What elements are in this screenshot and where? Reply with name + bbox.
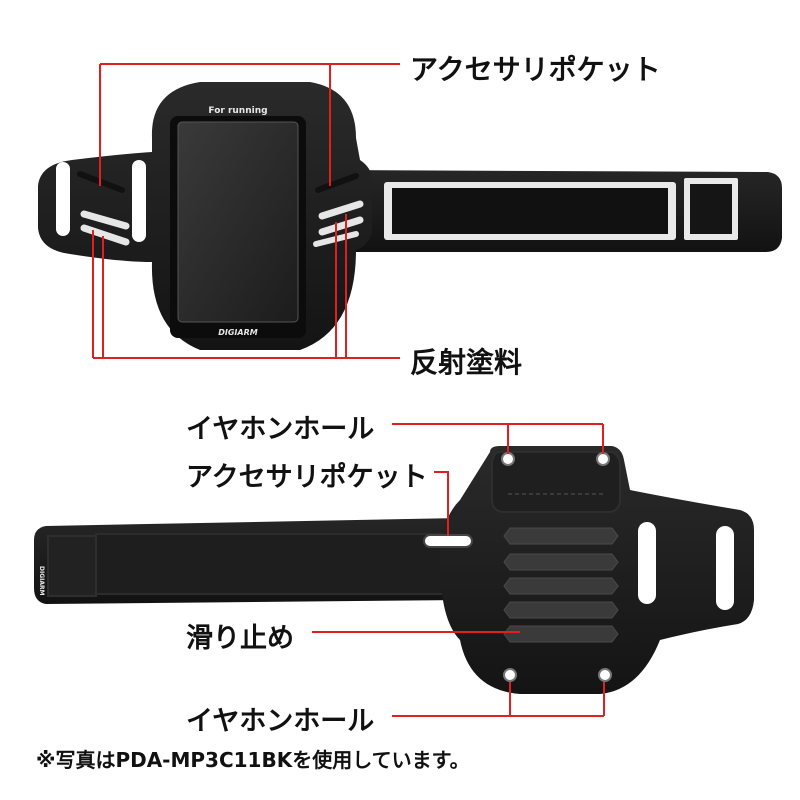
- front-slot-left: [56, 162, 70, 236]
- back-strap-grip: [95, 533, 455, 595]
- reflective-stripe: [80, 210, 130, 230]
- front-velcro-tab: [690, 184, 732, 234]
- label-reflective-coating: 反射塗料: [410, 346, 523, 379]
- reflective-stripe: [318, 216, 364, 236]
- leader-lines-top: [92, 63, 400, 359]
- front-print-for-running: For running: [208, 106, 267, 116]
- back-slot: [638, 522, 656, 604]
- label-earphone-hole-top: イヤホンホール: [186, 414, 375, 445]
- back-strap-end: [47, 535, 97, 597]
- back-slot: [716, 526, 734, 610]
- label-anti-slip: 滑り止め: [186, 623, 294, 654]
- back-pocket-flap: [491, 451, 621, 513]
- earphone-hole: [501, 452, 515, 466]
- front-velcro: [392, 188, 668, 234]
- reflective-stripe: [80, 224, 130, 246]
- armband-front: For running DIGIARM: [38, 82, 782, 350]
- earphone-hole: [596, 452, 610, 466]
- back-pocket-slit: [423, 534, 473, 548]
- phone-window: [177, 121, 299, 323]
- label-accessory-pocket-bottom: アクセサリポケット: [186, 462, 428, 493]
- front-print-brand: DIGIARM: [218, 328, 258, 337]
- label-accessory-pocket-top: アクセサリポケット: [410, 53, 661, 86]
- label-earphone-hole-bottom: イヤホンホール: [186, 706, 375, 737]
- footnote: ※写真はPDA-MP3C11BKを使用しています。: [36, 748, 470, 772]
- earphone-hole: [503, 668, 517, 682]
- anti-slip-strips: [503, 527, 619, 643]
- reflective-stripe: [315, 173, 359, 193]
- front-slot-inner-left: [132, 160, 146, 242]
- back-print-brand: DIGIARM: [38, 566, 45, 596]
- leader-lines-bottom: [312, 423, 605, 717]
- reflective-stripe: [318, 200, 364, 220]
- earphone-hole: [598, 668, 612, 682]
